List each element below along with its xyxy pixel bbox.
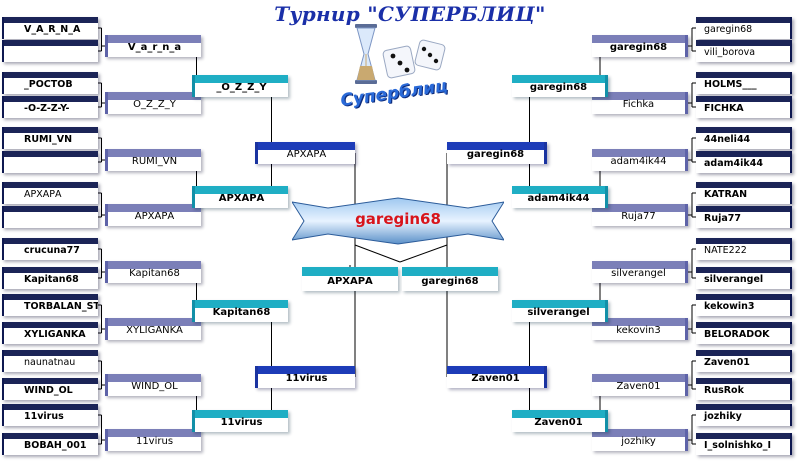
left-r1-slot-6[interactable] — [2, 151, 98, 173]
champion-banner: garegin68 — [290, 196, 506, 246]
finalist-right[interactable]: garegin68 — [402, 267, 498, 291]
left-r3-slot-3[interactable]: Kapitan68 — [192, 300, 288, 322]
left-r1-slot-11[interactable]: TORBALAN_ST — [2, 294, 98, 316]
right-r1-slot-13[interactable]: Zaven01 — [696, 350, 792, 372]
left-r3-slot-2[interactable]: АРХАРА — [192, 186, 288, 208]
right-r1-slot-1[interactable]: garegin68 — [696, 17, 792, 39]
right-r1-slot-15[interactable]: jozhiky — [696, 404, 792, 426]
left-r1-slot-13[interactable]: naunatnau — [2, 350, 98, 372]
left-r4-slot-1[interactable]: АРХАРА — [255, 142, 355, 164]
right-r2-slot-1[interactable]: garegin68 — [592, 35, 688, 57]
left-r1-slot-2[interactable] — [2, 40, 98, 62]
left-r2-slot-7[interactable]: WIND_OL — [105, 374, 201, 396]
left-r4-slot-2[interactable]: 11virus — [255, 366, 355, 388]
hourglass-icon — [355, 24, 377, 84]
right-r1-slot-8[interactable]: Ruja77 — [696, 206, 792, 228]
right-r3-slot-3[interactable]: silverangel — [512, 300, 608, 322]
left-r1-slot-15[interactable]: 11virus — [2, 404, 98, 426]
right-r1-slot-5[interactable]: 44neli44 — [696, 127, 792, 149]
right-r1-slot-6[interactable]: adam4ik44 — [696, 151, 792, 173]
left-r1-slot-9[interactable]: crucuna77 — [2, 238, 98, 260]
left-r1-slot-16[interactable]: BOBAH_001 — [2, 433, 98, 455]
right-r2-slot-3[interactable]: adam4ik44 — [592, 149, 688, 171]
champion-name: garegin68 — [355, 210, 441, 228]
right-r3-slot-1[interactable]: garegin68 — [512, 75, 608, 97]
left-r1-slot-5[interactable]: RUMI_VN — [2, 127, 98, 149]
left-r1-slot-12[interactable]: XYLIGANKA — [2, 322, 98, 344]
right-r2-slot-8[interactable]: jozhiky — [592, 429, 688, 451]
right-r1-slot-7[interactable]: KATRAN — [696, 182, 792, 204]
left-r1-slot-10[interactable]: Kapitan68 — [2, 267, 98, 289]
finalist-left[interactable]: АРХАРА — [302, 267, 398, 291]
left-r2-slot-4[interactable]: АРХАРА — [105, 204, 201, 226]
left-r3-slot-1[interactable]: _O_Z_Z_Y — [192, 75, 288, 97]
left-r1-slot-3[interactable]: _РОСТОВ — [2, 72, 98, 94]
right-r1-slot-9[interactable]: NATE222 — [696, 238, 792, 260]
right-r1-slot-4[interactable]: FICHKA — [696, 96, 792, 118]
right-r4-slot-2[interactable]: Zaven01 — [447, 366, 547, 388]
left-r2-slot-5[interactable]: Kapitan68 — [105, 261, 201, 283]
right-r1-slot-2[interactable]: vili_borova — [696, 40, 792, 62]
left-r3-slot-4[interactable]: 11virus — [192, 410, 288, 432]
right-r2-slot-7[interactable]: Zaven01 — [592, 374, 688, 396]
left-r1-slot-8[interactable] — [2, 206, 98, 228]
right-r1-slot-11[interactable]: kekowin3 — [696, 294, 792, 316]
dice-icon — [382, 39, 446, 79]
left-r1-slot-4[interactable]: -O-Z-Z-Y- — [2, 96, 98, 118]
left-r1-slot-7[interactable]: АРХАРА — [2, 182, 98, 204]
right-r2-slot-6[interactable]: kekovin3 — [592, 318, 688, 340]
right-r4-slot-1[interactable]: garegin68 — [447, 142, 547, 164]
left-r2-slot-1[interactable]: V_a_r_n_a — [105, 35, 201, 57]
right-r1-slot-10[interactable]: silverangel — [696, 267, 792, 289]
right-r1-slot-14[interactable]: RusRok — [696, 378, 792, 400]
hourglass-dice-logo — [355, 24, 446, 84]
left-r2-slot-3[interactable]: RUMI_VN — [105, 149, 201, 171]
left-r2-slot-2[interactable]: O_Z_Z_Y — [105, 92, 201, 114]
left-r1-slot-1[interactable]: V_A_R_N_A — [2, 17, 98, 39]
right-r3-slot-4[interactable]: Zaven01 — [512, 410, 608, 432]
right-r2-slot-4[interactable]: Ruja77 — [592, 204, 688, 226]
right-r2-slot-5[interactable]: silverangel — [592, 261, 688, 283]
right-r1-slot-16[interactable]: I_solnishko_I — [696, 433, 792, 455]
bracket-connector — [399, 244, 448, 263]
right-r3-slot-2[interactable]: adam4ik44 — [512, 186, 608, 208]
left-r2-slot-8[interactable]: 11virus — [105, 429, 201, 451]
left-r1-slot-14[interactable]: WIND_OL — [2, 378, 98, 400]
left-r2-slot-6[interactable]: XYLIGANKA — [105, 318, 201, 340]
right-r1-slot-12[interactable]: BELORADOK — [696, 322, 792, 344]
bracket-connector — [354, 244, 401, 263]
page-title: Турнир "СУПЕРБЛИЦ" — [274, 2, 546, 26]
right-r2-slot-2[interactable]: Fichka — [592, 92, 688, 114]
right-r1-slot-3[interactable]: HOLMS___ — [696, 72, 792, 94]
